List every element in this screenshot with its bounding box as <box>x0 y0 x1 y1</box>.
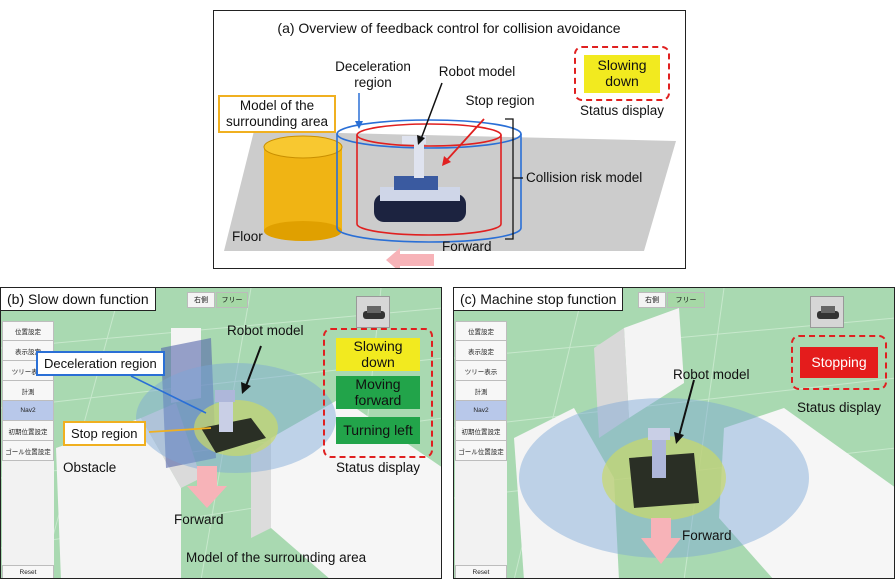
status-slowing-down-b: Slowing down <box>336 338 420 371</box>
model-surrounding-box <box>218 95 336 133</box>
callout-deceleration-region: Deceleration region <box>36 351 165 376</box>
panel-a: (a) Overview of feedback control for col… <box>213 10 686 269</box>
label-forward: Forward <box>442 239 492 254</box>
panel-b-title: (b) Slow down function <box>1 288 156 311</box>
status-display-frame <box>574 46 670 101</box>
panel-a-title: (a) Overview of feedback control for col… <box>277 20 621 36</box>
forward-arrow-b <box>187 466 227 508</box>
menu-item-goal-position[interactable]: ゴール位置設定 <box>455 441 507 461</box>
forward-arrow-c <box>641 518 681 564</box>
menu-item-nav2[interactable]: Nav2 <box>455 401 507 421</box>
label-stop-region: Stop region <box>465 93 535 108</box>
reset-button[interactable]: Reset <box>455 565 507 578</box>
callout-stop-region: Stop region <box>63 421 146 446</box>
surrounding-cylinder-bottom <box>264 221 342 241</box>
label-robot-model-b: Robot model <box>227 323 304 338</box>
tab-free-c[interactable]: フリー <box>667 292 705 308</box>
surrounding-cylinder-body <box>264 147 342 231</box>
camera-icon[interactable] <box>356 296 390 328</box>
menu-item-nav2[interactable]: Nav2 <box>2 401 54 421</box>
status-moving-forward-b: Moving forward <box>336 376 420 409</box>
label-forward-c: Forward <box>682 528 732 543</box>
tab-right-c[interactable]: 右側 <box>638 292 666 308</box>
panel-c-scene <box>454 288 894 578</box>
label-floor: Floor <box>232 229 263 244</box>
menu-item-position[interactable]: 位置設定 <box>455 321 507 341</box>
camera-icon[interactable] <box>810 296 844 328</box>
status-display-frame-b <box>323 328 433 458</box>
status-slowing-down: Slowing down <box>584 55 660 93</box>
robot-b <box>201 418 266 453</box>
surrounding-cylinder-top <box>263 135 343 159</box>
label-forward-b: Forward <box>174 512 224 527</box>
panel-c: (c) Machine stop function 右側 フリー 位置設定 表示… <box>453 287 895 579</box>
status-display-frame-c <box>791 335 887 390</box>
status-turning-left-b: Turning left <box>336 417 420 444</box>
menu-item-initial-position[interactable]: 初期位置設定 <box>2 421 54 441</box>
label-model-surrounding: Model of the surrounding area <box>225 98 329 129</box>
reset-button[interactable]: Reset <box>2 565 54 578</box>
side-menu-c: 位置設定 表示設定 ツリー表示 計測 Nav2 初期位置設定 ゴール位置設定 R… <box>455 321 507 578</box>
status-stopping: Stopping <box>800 347 878 378</box>
menu-item-initial-position[interactable]: 初期位置設定 <box>455 421 507 441</box>
menu-item-position[interactable]: 位置設定 <box>2 321 54 341</box>
label-deceleration: Deceleration region <box>335 59 411 90</box>
menu-item-measure[interactable]: 計測 <box>455 381 507 401</box>
tab-right-b[interactable]: 右側 <box>187 292 215 308</box>
label-status-display: Status display <box>579 103 665 118</box>
label-collision-risk: Collision risk model <box>526 170 643 185</box>
robot-c <box>629 453 699 508</box>
label-surrounding-b: Model of the surrounding area <box>186 550 367 565</box>
label-robot-model-c: Robot model <box>673 367 750 382</box>
menu-item-goal-position[interactable]: ゴール位置設定 <box>2 441 54 461</box>
label-status-display-b: Status display <box>335 460 421 475</box>
label-obstacle: Obstacle <box>63 460 117 475</box>
forward-arrow-a <box>386 248 434 268</box>
tab-free-b[interactable]: フリー <box>216 292 248 308</box>
panel-c-title: (c) Machine stop function <box>454 288 624 311</box>
label-status-display-c: Status display <box>796 400 882 415</box>
menu-item-display[interactable]: 表示設定 <box>455 341 507 361</box>
menu-item-measure[interactable]: 計測 <box>2 381 54 401</box>
menu-item-tree[interactable]: ツリー表示 <box>455 361 507 381</box>
label-robot-model: Robot model <box>438 64 516 79</box>
panel-a-scene <box>224 82 676 268</box>
panel-b: (b) Slow down function 右側 フリー 位置設定 表示設定 … <box>0 287 442 579</box>
